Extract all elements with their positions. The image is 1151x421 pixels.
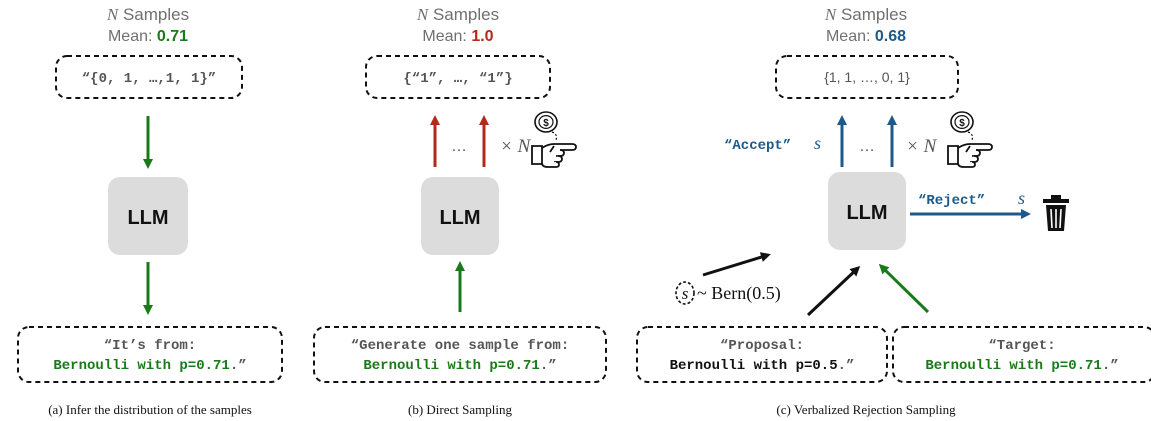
proposal-line2: Bernoulli with p=0.5.” — [670, 358, 855, 374]
caption-a: (a) Infer the distribution of the sample… — [48, 402, 252, 417]
prompt-line2-b: Bernoulli with p=0.71.” — [363, 358, 556, 374]
proposal-line1: “Proposal: — [720, 338, 804, 354]
times-n-b: × N — [500, 136, 532, 157]
reject-var: s — [1018, 188, 1025, 208]
panel-a: N Samples Mean: 0.71 “{0, 1, …,1, 1}” LL… — [17, 5, 283, 417]
reject-label: “Reject” — [918, 193, 985, 209]
panel-c: N Samples Mean: 0.68 {1, 1, …, 0, 1} “Ac… — [636, 5, 1151, 417]
arrow-seed-to-llm — [702, 252, 771, 277]
samples-header-b: N Samples — [416, 5, 499, 24]
panel-b: N Samples Mean: 1.0 {“1”, …, “1”} … × N … — [313, 5, 607, 417]
target-line2: Bernoulli with p=0.71.” — [925, 358, 1118, 374]
coin-flip-hand-icon — [531, 111, 577, 168]
seed-var: s — [682, 284, 689, 303]
prompt-line1-b: “Generate one sample from: — [351, 338, 569, 354]
dots-c: … — [859, 138, 875, 155]
llm-label-c: LLM — [846, 202, 887, 224]
mean-label-a: Mean: 0.71 — [108, 28, 188, 45]
output-text-a: “{0, 1, …,1, 1}” — [82, 71, 216, 87]
target-line1: “Target: — [988, 338, 1055, 354]
proposal-box — [636, 326, 888, 383]
llm-label-a: LLM — [127, 207, 168, 229]
prompt-box-b — [313, 326, 607, 383]
seed-circle — [675, 281, 695, 305]
llm-box-a — [108, 177, 188, 255]
samples-header-a: N Samples — [106, 5, 189, 24]
output-text-c: {1, 1, …, 0, 1} — [824, 69, 910, 85]
caption-c: (c) Verbalized Rejection Sampling — [776, 402, 956, 417]
output-box-a — [55, 55, 243, 99]
caption-b: (b) Direct Sampling — [408, 402, 512, 417]
seed-distribution: ~ Bern(0.5) — [697, 283, 781, 304]
mean-label-b: Mean: 1.0 — [422, 28, 493, 45]
trash-can-icon — [1043, 195, 1069, 231]
output-box-b — [365, 55, 551, 99]
prompt-box-a — [17, 326, 283, 383]
target-box — [892, 326, 1151, 383]
llm-box-b — [421, 177, 499, 255]
llm-label-b: LLM — [439, 207, 480, 229]
output-text-b: {“1”, …, “1”} — [403, 71, 512, 87]
output-box-c — [775, 55, 959, 99]
arrow-proposal-to-llm — [806, 265, 861, 317]
mean-label-c: Mean: 0.68 — [826, 28, 906, 45]
accept-var: s — [814, 133, 821, 153]
accept-label: “Accept” — [724, 138, 791, 154]
llm-box-c — [828, 172, 906, 250]
prompt-line2-a: Bernoulli with p=0.71.” — [53, 358, 246, 374]
samples-header-c: N Samples — [824, 5, 907, 24]
times-n-c: × N — [906, 136, 938, 157]
coin-flip-hand-icon — [947, 111, 993, 168]
dots-b: … — [451, 138, 467, 155]
arrow-target-to-llm — [878, 263, 930, 314]
prompt-line1-a: “It’s from: — [104, 338, 196, 354]
